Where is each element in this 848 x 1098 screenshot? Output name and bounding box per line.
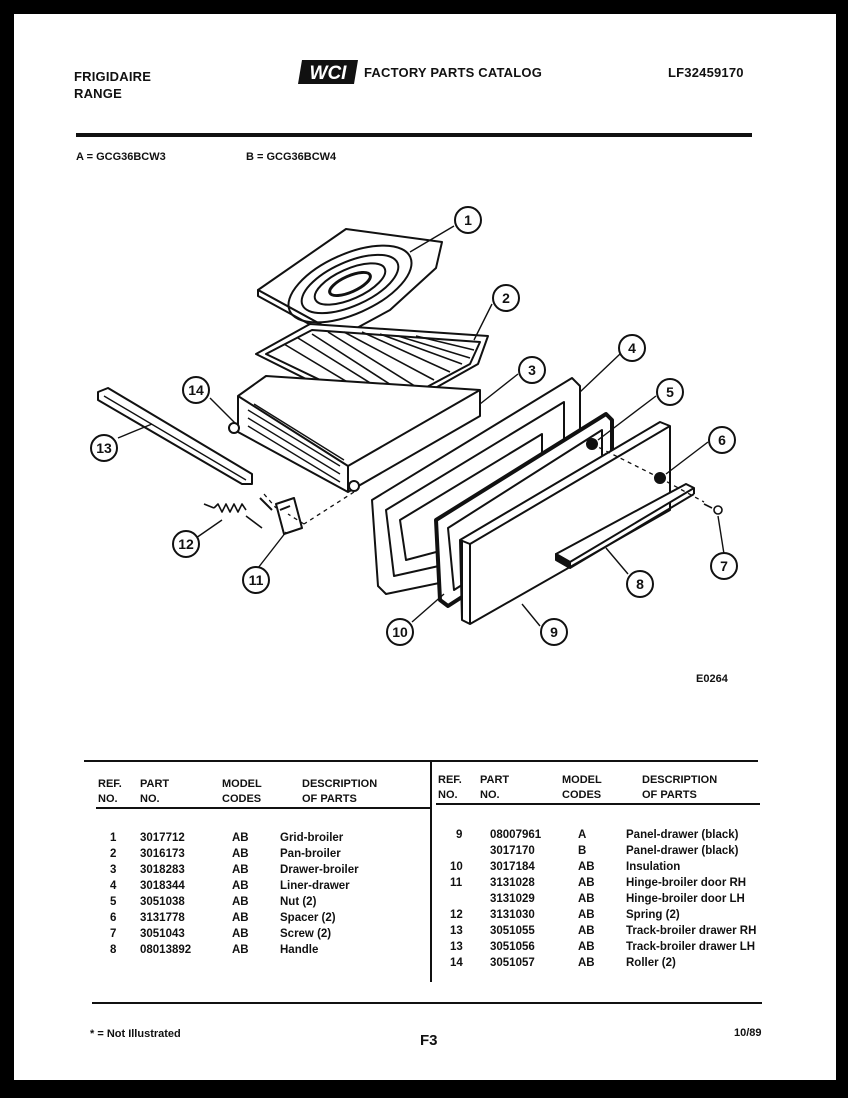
right-ref-header: REF.NO. <box>438 774 462 801</box>
callout-1: 1 <box>454 206 482 234</box>
svg-text:6: 6 <box>718 432 726 448</box>
svg-text:5: 5 <box>666 384 674 400</box>
callout-2: 2 <box>492 284 520 312</box>
svg-text:3: 3 <box>528 362 536 378</box>
screw-drawing <box>703 503 723 515</box>
logo-text: WCI <box>310 63 348 84</box>
model-a: A = GCG36BCW3 <box>76 151 166 163</box>
svg-text:9: 9 <box>550 624 558 640</box>
callout-9: 9 <box>540 618 568 646</box>
svg-text:12: 12 <box>178 536 194 552</box>
catalog-date: 10/89 <box>734 1027 762 1039</box>
catalog-page: FRIGIDAIRE RANGE WCI FACTORY PARTS CATAL… <box>14 14 836 1080</box>
brand-block: FRIGIDAIRE RANGE <box>74 68 151 102</box>
handle-drawing <box>555 483 695 569</box>
page-number: F3 <box>420 1032 438 1049</box>
svg-text:8: 8 <box>636 576 644 592</box>
hinge-drawing <box>259 497 303 535</box>
broiler-drawer-drawing <box>228 375 481 493</box>
callout-7: 7 <box>710 552 738 580</box>
table-top-rule <box>84 760 758 762</box>
svg-text:2: 2 <box>502 290 510 306</box>
callout-4: 4 <box>618 334 646 362</box>
callout-5: 5 <box>656 378 684 406</box>
broiler-grid-drawing <box>257 228 443 343</box>
svg-text:14: 14 <box>188 382 204 398</box>
broiler-track-drawing <box>97 387 253 485</box>
catalog-number: LF32459170 <box>668 65 744 80</box>
svg-text:4: 4 <box>628 340 636 356</box>
left-ref-header: REF.NO. <box>98 778 122 805</box>
product-name: RANGE <box>74 86 122 101</box>
spring-drawing <box>203 503 263 529</box>
callout-6: 6 <box>708 426 736 454</box>
callout-14: 14 <box>182 376 210 404</box>
model-b: B = GCG36BCW4 <box>246 151 337 163</box>
column-divider <box>430 760 432 982</box>
not-illustrated-note: * = Not Illustrated <box>90 1028 181 1040</box>
callout-3: 3 <box>518 356 546 384</box>
svg-text:13: 13 <box>96 440 112 456</box>
callout-13: 13 <box>90 434 118 462</box>
svg-text:11: 11 <box>249 572 264 588</box>
svg-text:10: 10 <box>392 624 408 640</box>
exploded-parts-diagram: 1 2 3 4 5 6 7 8 9 10 11 12 13 14 E0264 <box>90 206 738 685</box>
drawer-panel-drawing <box>459 421 671 625</box>
brand-name: FRIGIDAIRE <box>74 69 152 84</box>
catalog-title: FACTORY PARTS CATALOG <box>364 65 543 80</box>
footer-rule <box>92 1002 762 1004</box>
diagram-code: E0264 <box>696 673 729 685</box>
svg-text:7: 7 <box>720 558 728 574</box>
wci-logo: WCI <box>298 58 360 86</box>
header-rule <box>76 133 752 137</box>
callout-11: 11 <box>242 566 270 594</box>
svg-text:1: 1 <box>464 212 472 228</box>
callout-12: 12 <box>172 530 200 558</box>
right-header-rule <box>436 803 760 805</box>
callout-8: 8 <box>626 570 654 598</box>
callout-10: 10 <box>386 618 414 646</box>
left-header-rule <box>96 807 430 809</box>
